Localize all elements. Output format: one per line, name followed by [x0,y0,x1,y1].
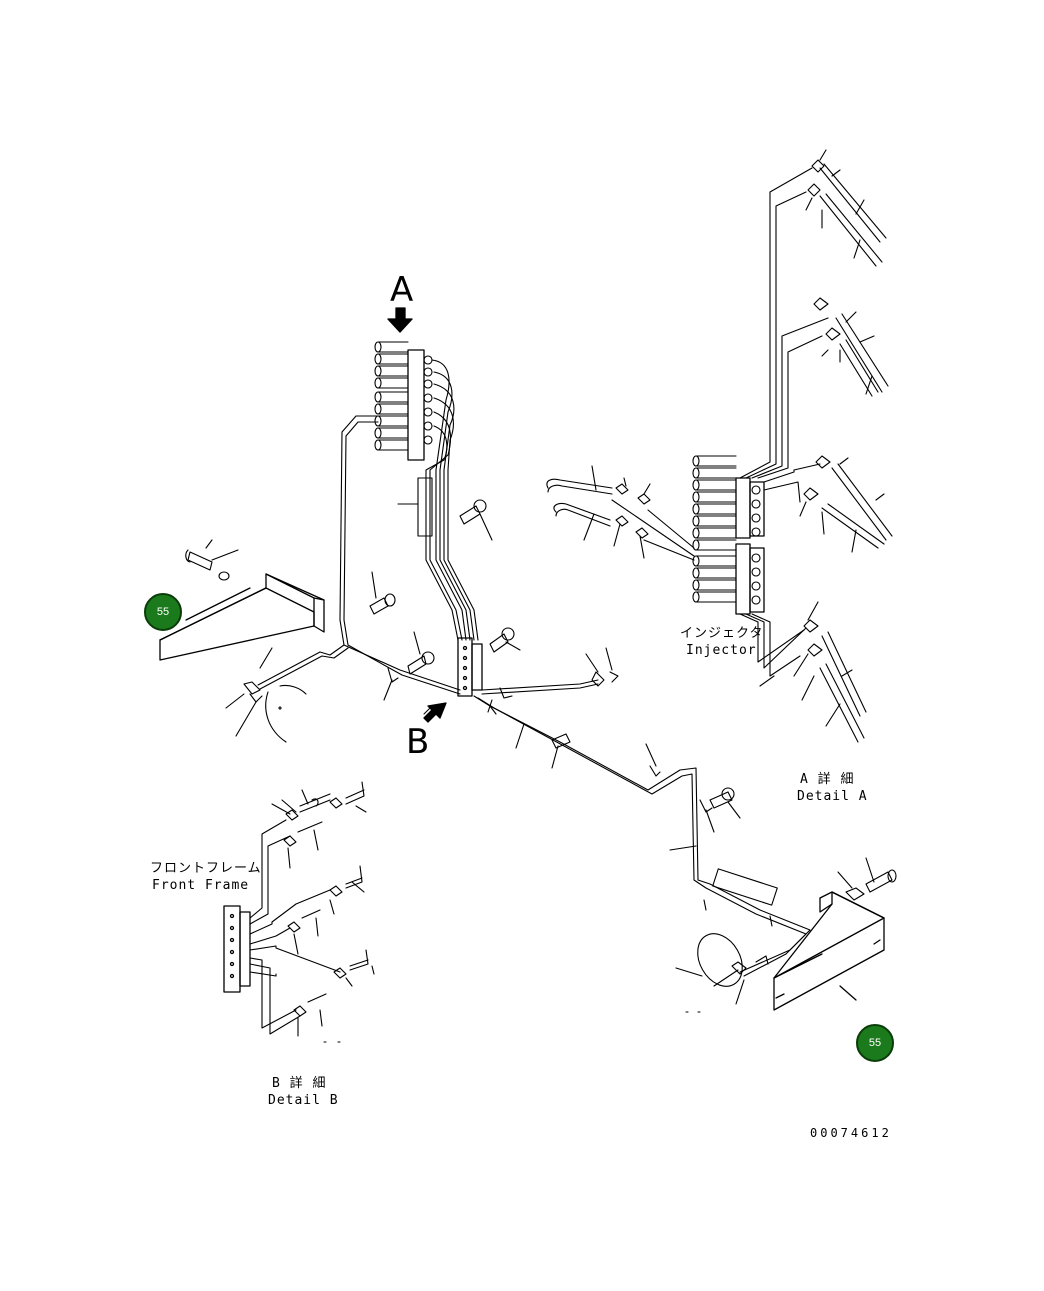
hose-right-run [474,648,810,976]
detail-a-fittings [760,150,892,742]
front-frame-label-jp: フロントフレーム [150,861,262,876]
front-frame-label-en: Front Frame [152,878,250,893]
left-bracket [160,574,324,660]
detail-b-plate [224,906,250,992]
detail-a-block [693,456,764,614]
part-badge-right[interactable]: 55 [856,1024,894,1062]
injector-label-en: Injector [686,643,757,658]
detail-b-label-en: Detail B [268,1093,339,1108]
detail-b-fittings [272,782,374,1042]
hose-bundle-center [410,360,478,640]
bolt-upper-center [398,500,492,540]
injector-label-jp: インジェクタ [680,626,764,641]
detail-a-tubes [740,168,828,676]
hose-left-run [258,416,460,694]
bolt-right-lower [706,788,740,832]
view-label-b: B [406,722,430,762]
bolt-right-center [490,628,520,652]
drawing-number: 00074612 [810,1126,892,1140]
view-a-arrow [388,308,412,332]
detail-b-label-jp: B 詳 細 [272,1076,327,1091]
bolt-right-bracket [838,858,896,900]
view-b-arrow [424,703,446,722]
part-badge-left[interactable]: 55 [144,593,182,631]
left-drum [226,648,306,742]
grease-block-lower [458,638,482,696]
bolt-left-bracket [186,540,238,580]
detail-a-label-en: Detail A [797,789,868,804]
right-bracket [774,892,884,1010]
loose-tubes [547,466,694,560]
right-drum [676,926,751,1012]
detail-a-label-jp: A 詳 細 [800,772,855,787]
detail-b-tubes [250,820,340,1034]
grease-block-upper [375,342,432,460]
bolt-left-center [370,572,434,700]
view-label-a: A [390,270,414,310]
